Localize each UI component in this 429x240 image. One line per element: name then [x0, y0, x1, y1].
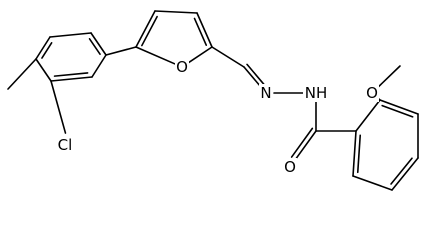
imine-double-bond [243, 66, 262, 88]
imine-nitrogen-atom: N [259, 84, 273, 102]
furan-oxygen-atom: O [175, 58, 189, 76]
furan-double-bond [141, 15, 158, 47]
aryl-ring-double-bond [88, 38, 101, 56]
benzoyl-ring-bond [352, 175, 393, 191]
furan-oxygen-label: O [176, 58, 188, 76]
benzoyl-ring-bond [379, 99, 419, 115]
imine-double-bond [246, 63, 265, 86]
vinyl-bond [211, 46, 245, 68]
furan-oxygen-bond [187, 46, 213, 64]
aryl-ring-double-bond [53, 72, 89, 77]
furan-bond [196, 12, 213, 48]
benzoyl-ring-double-bond [356, 134, 362, 174]
chlorine-atom: Cl [54, 136, 76, 154]
amide-nitrogen-label: NH [305, 84, 328, 102]
chloro-bond [50, 80, 67, 134]
aryl-ring-bond [49, 32, 92, 38]
chlorine-label: Cl [58, 136, 73, 154]
benzoyl-ring-bond [352, 130, 357, 177]
carbonyl-double-bond [290, 127, 314, 158]
imine-nitrogen-label: N [260, 84, 271, 102]
methoxy-oxygen-atom: O [365, 84, 379, 102]
aryl-ring-bond [35, 58, 52, 82]
aryl-furan-bond [105, 46, 137, 56]
chemical-structure: O Cl N NH O O [7, 10, 419, 191]
atom-label-layer: O Cl N NH O O [54, 58, 379, 176]
benzoyl-ring-bond [355, 99, 381, 132]
carbonyl-oxygen-label: O [284, 158, 296, 176]
bond-layer [7, 10, 419, 191]
benzoyl-ring-double-bond [381, 104, 414, 118]
furan-bond [135, 10, 156, 48]
methyl-bond [7, 58, 37, 90]
methoxy-methyl-bond [376, 65, 401, 89]
aryl-ring-bond [35, 36, 51, 60]
amide-nitrogen-atom: NH [303, 84, 329, 102]
methoxy-oxygen-label: O [366, 84, 378, 102]
aryl-ring-bond [91, 54, 107, 78]
furan-bond [154, 10, 198, 14]
carbonyl-oxygen-atom: O [283, 158, 297, 176]
furan-oxygen-bond [135, 46, 176, 65]
benzoyl-ring-double-bond [390, 157, 413, 185]
aryl-ring-bond [90, 32, 107, 56]
carbonyl-bond [294, 130, 317, 161]
benzoyl-ring-bond [391, 157, 419, 191]
aryl-ring-bond [50, 76, 93, 82]
furan-double-bond [193, 17, 208, 46]
aryl-ring-double-bond [41, 41, 53, 59]
